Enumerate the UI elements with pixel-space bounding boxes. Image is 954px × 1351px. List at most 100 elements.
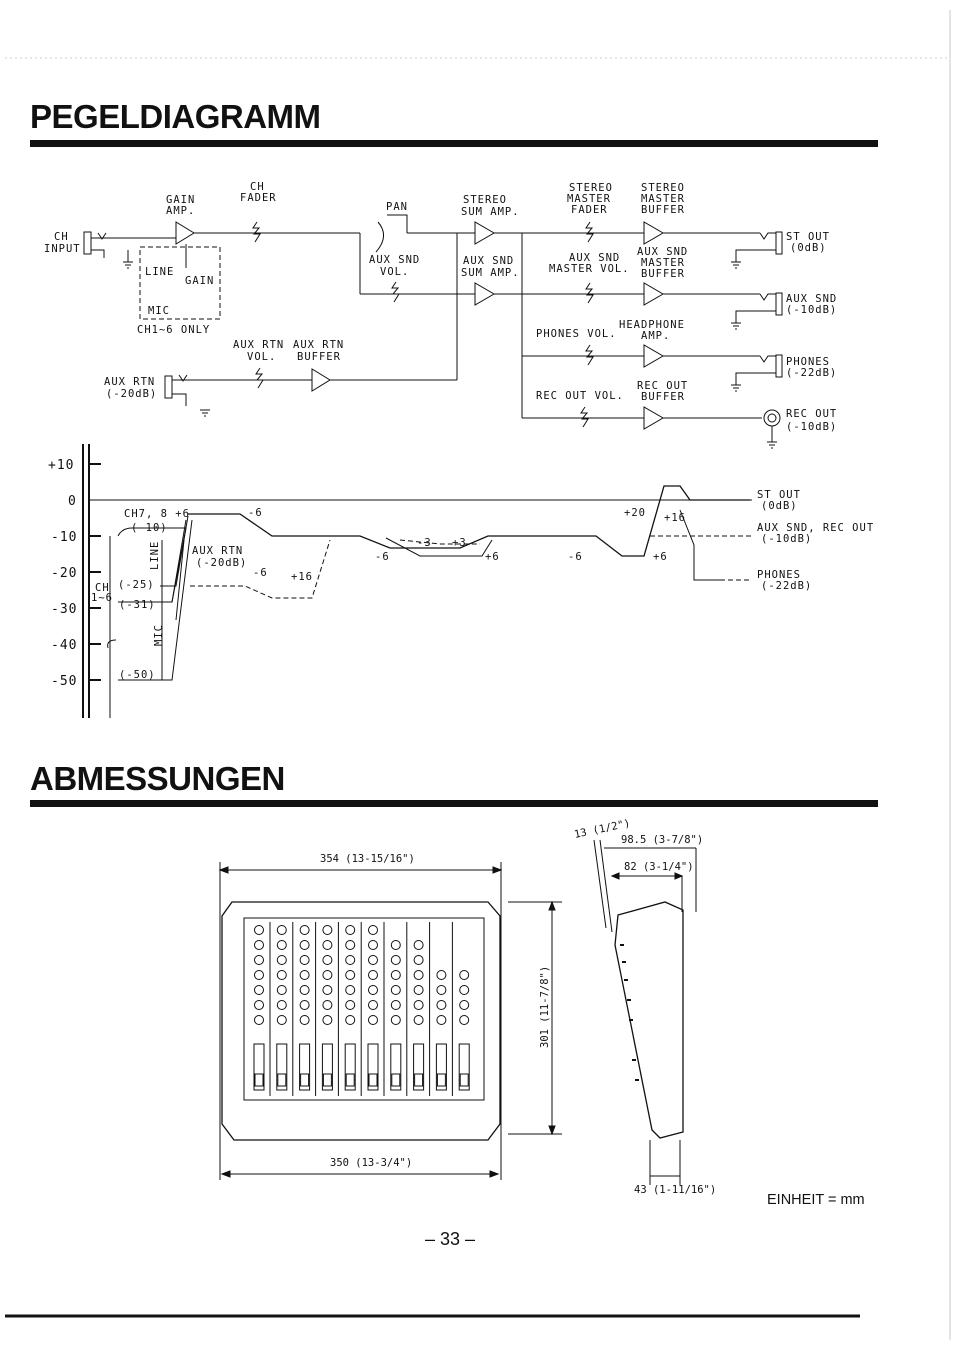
knob <box>436 985 447 995</box>
fader-knob <box>254 1073 264 1087</box>
svg-text:(-20dB): (-20dB) <box>106 388 157 400</box>
mixer-knobs <box>253 922 470 1096</box>
svg-text:BUFFER: BUFFER <box>641 268 685 280</box>
svg-text:350 (13-3/4"): 350 (13-3/4") <box>330 1157 412 1169</box>
knob <box>254 1000 264 1010</box>
fader-knob <box>368 1073 378 1087</box>
knob <box>390 985 401 995</box>
svg-text:-10: -10 <box>51 530 77 545</box>
knob <box>413 1000 424 1010</box>
knob <box>322 1015 333 1025</box>
svg-text:PHONES: PHONES <box>757 569 801 581</box>
svg-text:LINE: LINE <box>145 266 174 278</box>
svg-text:ST OUT: ST OUT <box>757 489 801 501</box>
knob <box>368 940 378 950</box>
knob <box>413 970 424 980</box>
knob <box>322 970 333 980</box>
svg-text:PHONES VOL.: PHONES VOL. <box>536 328 617 340</box>
knob <box>322 955 333 965</box>
svg-text:+10: +10 <box>48 458 74 473</box>
knob <box>322 925 333 935</box>
knob <box>322 940 333 950</box>
svg-text:GAIN: GAIN <box>185 275 214 287</box>
svg-text:(-10dB): (-10dB) <box>786 421 837 433</box>
svg-text:BUFFER: BUFFER <box>297 351 341 363</box>
svg-text:(-31): (-31) <box>119 599 156 611</box>
dimension-drawing-front <box>218 862 562 1180</box>
svg-text:MASTER: MASTER <box>641 257 685 269</box>
knob <box>459 1015 470 1025</box>
svg-text:STEREO: STEREO <box>463 194 507 206</box>
svg-text:(-22dB): (-22dB) <box>786 367 837 379</box>
svg-text:PHONES: PHONES <box>786 356 830 368</box>
svg-text:(0dB): (0dB) <box>790 242 827 254</box>
svg-text:AUX RTN: AUX RTN <box>293 339 344 351</box>
svg-text:+20: +20 <box>624 507 646 519</box>
fader-knob <box>414 1073 424 1087</box>
knob <box>299 985 310 995</box>
knob <box>345 970 356 980</box>
knob <box>368 970 378 980</box>
svg-text:CH: CH <box>250 181 265 193</box>
svg-text:+6: +6 <box>485 551 500 563</box>
knob <box>390 1015 401 1025</box>
knob <box>322 985 333 995</box>
svg-text:REC OUT: REC OUT <box>637 380 688 392</box>
fader-knob <box>436 1073 446 1087</box>
svg-text:MIC: MIC <box>153 624 165 646</box>
svg-text:MASTER VOL.: MASTER VOL. <box>549 263 630 275</box>
knob <box>276 985 287 995</box>
unit-label: EINHEIT = mm <box>767 1192 865 1208</box>
svg-text:+3: +3 <box>452 537 467 549</box>
svg-text:-50: -50 <box>51 674 77 689</box>
svg-text:ST OUT: ST OUT <box>786 231 830 243</box>
knob <box>299 1000 310 1010</box>
knob <box>413 940 424 950</box>
svg-text:AUX RTN: AUX RTN <box>233 339 284 351</box>
knob <box>390 940 401 950</box>
svg-text:301 (11-7/8"): 301 (11-7/8") <box>539 966 551 1048</box>
knob <box>254 1015 264 1025</box>
knob <box>254 955 264 965</box>
knob <box>368 985 378 995</box>
svg-text:BUFFER: BUFFER <box>641 391 685 403</box>
svg-text:(-25): (-25) <box>118 579 155 591</box>
svg-text:-20: -20 <box>51 566 77 581</box>
svg-text:REC OUT: REC OUT <box>786 408 837 420</box>
knob <box>299 925 310 935</box>
svg-text:FADER: FADER <box>571 204 608 216</box>
knob <box>368 955 378 965</box>
svg-text:VOL.: VOL. <box>380 266 409 278</box>
level-diagram-labels: +10 0 -10 -20 -30 -40 -50 CH7, 8 +6 (-10… <box>48 458 874 689</box>
fader-slot <box>367 1043 379 1091</box>
svg-text:AUX SND: AUX SND <box>463 255 514 267</box>
svg-text:FADER: FADER <box>240 192 277 204</box>
knob <box>276 925 287 935</box>
svg-text:MASTER: MASTER <box>567 193 611 205</box>
svg-text:AUX RTN: AUX RTN <box>104 376 155 388</box>
dimension-drawing-side <box>593 839 697 1185</box>
knob <box>368 925 378 935</box>
svg-text:98.5 (3-7/8"): 98.5 (3-7/8") <box>621 834 703 846</box>
fader-knob <box>300 1073 310 1087</box>
knob <box>413 1015 424 1025</box>
svg-text:LINE: LINE <box>149 541 161 570</box>
svg-text:CH: CH <box>95 582 110 594</box>
svg-text:REC OUT VOL.: REC OUT VOL. <box>536 390 624 402</box>
svg-text:354 (13-15/16"): 354 (13-15/16") <box>320 853 415 865</box>
dimension-labels: 354 (13-15/16") 350 (13-3/4") 301 (11-7/… <box>320 817 716 1196</box>
svg-text:AMP.: AMP. <box>641 330 670 342</box>
section-title-pegeldiagramm: PEGELDIAGRAMM <box>30 98 321 135</box>
svg-text:(-50): (-50) <box>119 669 156 681</box>
svg-text:AUX SND, REC OUT: AUX SND, REC OUT <box>757 522 874 534</box>
svg-text:-6: -6 <box>253 567 268 579</box>
knob <box>436 1015 447 1025</box>
svg-text:AUX SND: AUX SND <box>786 293 837 305</box>
knob <box>276 970 287 980</box>
knob <box>345 940 356 950</box>
knob <box>345 925 356 935</box>
knob <box>254 985 264 995</box>
knob <box>368 1000 378 1010</box>
knob <box>345 1015 356 1025</box>
